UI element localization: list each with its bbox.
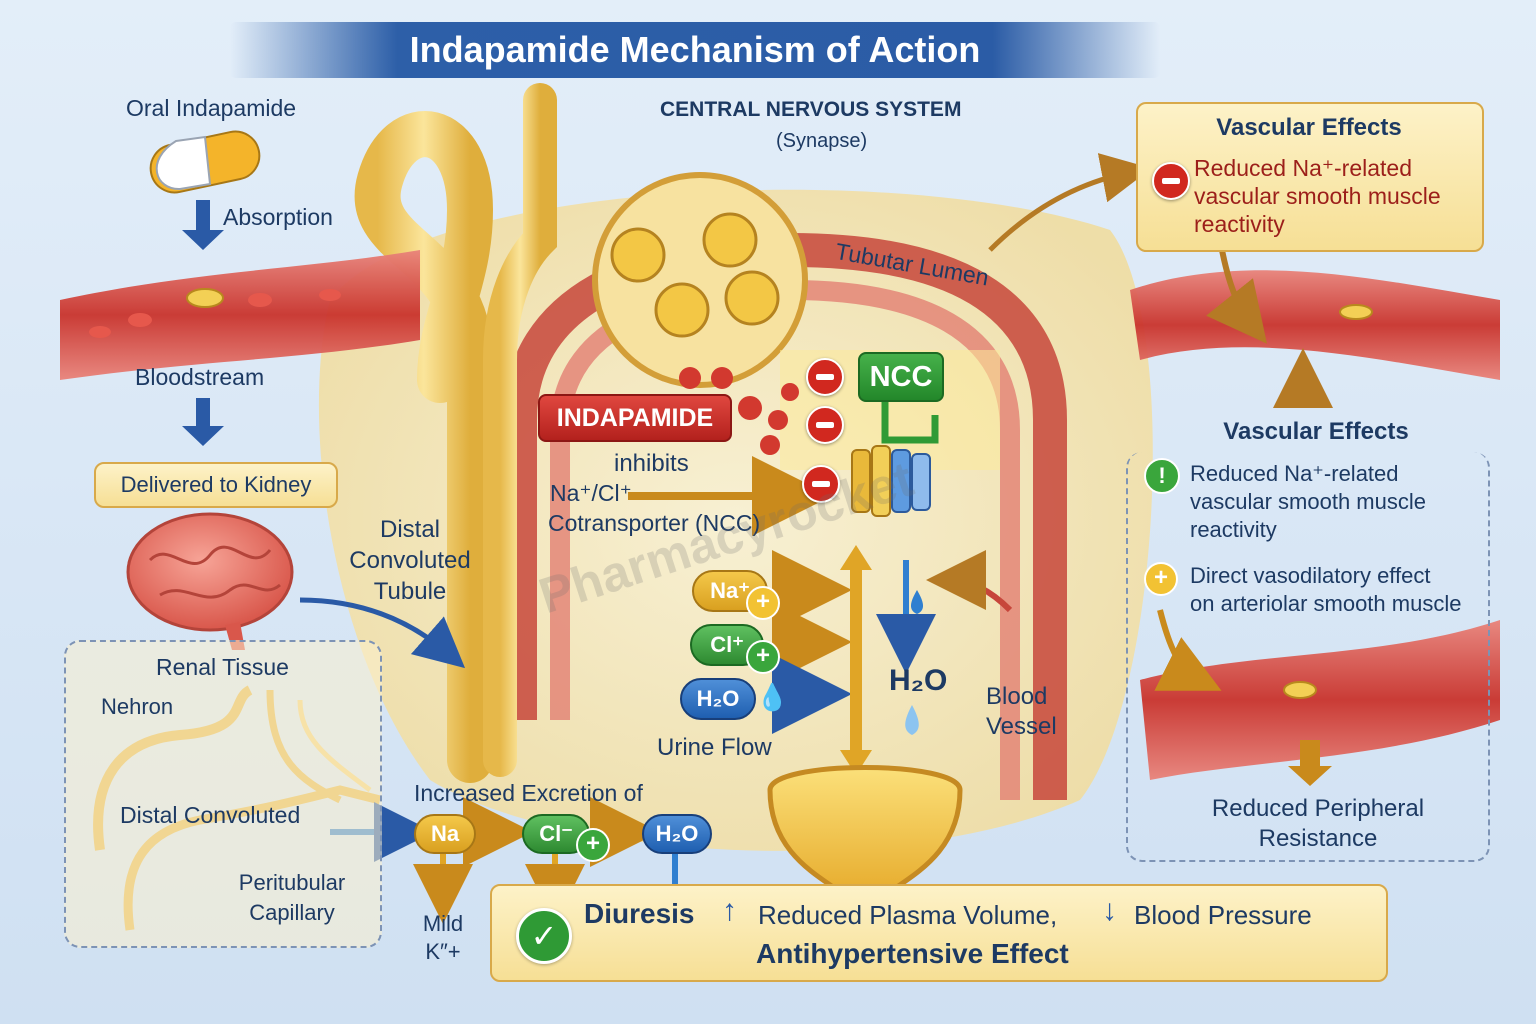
cns-label: CENTRAL NERVOUS SYSTEM bbox=[660, 98, 962, 121]
diuresis-label: Diuresis bbox=[584, 898, 695, 929]
mild-k-label: Mild K″+ bbox=[414, 910, 472, 966]
nehron-label: Nehron bbox=[101, 694, 174, 719]
absorption-label: Absorption bbox=[223, 204, 333, 230]
inhibit-minus-icon bbox=[806, 358, 844, 396]
renal-tissue-title: Renal Tissue bbox=[156, 654, 289, 680]
vascular-top-line-3: reactivity bbox=[1194, 211, 1285, 237]
peritubular-line-2: Capillary bbox=[249, 900, 335, 925]
excretion-na-pill: Na bbox=[414, 814, 476, 854]
reduced-resistance-label: Reduced Peripheral Resistance bbox=[1126, 794, 1510, 854]
blood-vessel-line-2: Vessel bbox=[986, 713, 1057, 740]
pill-icon bbox=[149, 130, 261, 194]
distal-convoluted-label: Distal Convoluted bbox=[120, 802, 301, 828]
vascular-top-line-1: Reduced Na⁺-related bbox=[1194, 155, 1412, 181]
arrow-up-icon: ↑ bbox=[722, 894, 737, 927]
h2o-pill: H₂O bbox=[680, 678, 756, 720]
inhibit-minus-icon bbox=[806, 406, 844, 444]
distal-line-2: Convoluted bbox=[349, 547, 471, 574]
result-box bbox=[490, 884, 1388, 982]
vascular-item-2: Direct vasodilatory effect on arteriolar… bbox=[1190, 562, 1461, 618]
blood-pressure-label: Blood Pressure bbox=[1134, 900, 1312, 930]
item2-line-2: on arteriolar smooth muscle bbox=[1190, 591, 1462, 616]
bloodstream-label: Bloodstream bbox=[135, 364, 265, 390]
distal-line-3: Tubule bbox=[373, 578, 447, 605]
vascular-effects-top-box bbox=[1136, 102, 1484, 252]
vascular-top-text: Reduced Na⁺-related vascular smooth musc… bbox=[1194, 154, 1441, 238]
brain-icon bbox=[126, 512, 294, 650]
excretion-title: Increased Excretion of bbox=[414, 780, 643, 806]
vascular-effects-lower-box bbox=[1126, 452, 1490, 862]
page-title: Indapamide Mechanism of Action bbox=[230, 22, 1160, 78]
vascular-top-line-2: vascular smooth muscle bbox=[1194, 183, 1441, 209]
oral-indapamide-label: Oral Indapamide bbox=[126, 95, 297, 121]
synapse-label: (Synapse) bbox=[776, 130, 868, 152]
indapamide-label: INDAPAMIDE bbox=[538, 394, 732, 442]
antihypertensive-label: Antihypertensive Effect bbox=[756, 938, 1069, 969]
delivered-to-kidney-box: Delivered to Kidney bbox=[94, 462, 338, 508]
peritubular-line-1: Peritubular bbox=[238, 870, 346, 895]
cotransporter-line-2: Cotransporter (NCC) bbox=[548, 510, 761, 536]
item1-line-1: Reduced Na⁺-related bbox=[1190, 461, 1399, 486]
ncc-label: NCC bbox=[858, 352, 944, 402]
urine-flow-label: Urine Flow bbox=[657, 734, 772, 761]
plus-icon: + bbox=[1144, 562, 1178, 596]
peritubular-capillary-label: Peritubular Capillary bbox=[222, 868, 362, 928]
plus-icon: + bbox=[576, 828, 610, 862]
renal-tissue-inset bbox=[64, 640, 382, 948]
k-line: K″+ bbox=[425, 939, 461, 964]
blood-vessel-label: Blood Vessel bbox=[986, 682, 1057, 742]
vascular-item-1: Reduced Na⁺-related vascular smooth musc… bbox=[1190, 460, 1426, 544]
item2-line-1: Direct vasodilatory effect bbox=[1190, 563, 1431, 588]
blood-vessel-line-1: Blood bbox=[986, 683, 1048, 710]
inhibit-minus-icon bbox=[802, 465, 840, 503]
distal-convoluted-tubule-label: Distal Convoluted Tubule bbox=[340, 514, 480, 607]
resistance-line-2: Resistance bbox=[1258, 825, 1378, 852]
resistance-line-1: Reduced Peripheral bbox=[1211, 795, 1425, 822]
water-drop-icon: 💧 bbox=[756, 682, 789, 712]
exclamation-icon: ! bbox=[1144, 458, 1180, 494]
arrow-down-icon: ↓ bbox=[1102, 894, 1117, 927]
reduced-plasma-label: Reduced Plasma Volume, bbox=[758, 900, 1058, 930]
item1-line-2: vascular smooth muscle bbox=[1190, 489, 1426, 514]
check-icon: ✓ bbox=[516, 908, 572, 964]
vascular-effects-lower-title: Vascular Effects bbox=[1223, 418, 1409, 445]
item1-line-3: reactivity bbox=[1190, 517, 1277, 542]
minus-icon bbox=[1152, 162, 1190, 200]
delivered-to-kidney-label: Delivered to Kidney bbox=[120, 472, 312, 497]
inhibits-label: inhibits bbox=[614, 450, 689, 477]
mild-line: Mild bbox=[422, 911, 464, 936]
cl-ion-pill: Cl⁺ bbox=[690, 624, 764, 666]
plus-icon: + bbox=[746, 640, 780, 674]
plus-icon: + bbox=[746, 586, 780, 620]
vascular-effects-top-title: Vascular Effects bbox=[1216, 114, 1402, 141]
distal-line-1: Distal bbox=[379, 516, 440, 543]
excretion-h2o-pill: H₂O bbox=[642, 814, 712, 854]
cotransporter-line-1: Na⁺/Cl⁺ bbox=[550, 480, 632, 506]
h2o-right-label: H₂O bbox=[889, 664, 948, 697]
